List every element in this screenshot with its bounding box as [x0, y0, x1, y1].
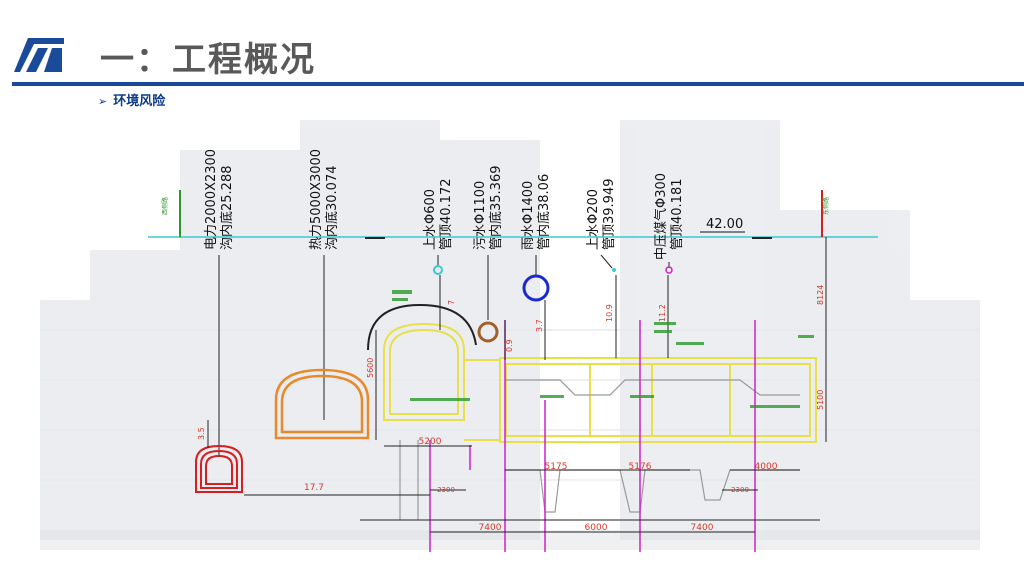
water200-pipe	[612, 268, 616, 272]
dim-5200: 5200	[419, 437, 442, 447]
dim-0-9: 0.9	[505, 339, 514, 352]
bullet-text: 环境风险	[113, 94, 166, 109]
slide-title: 一：工程概况	[100, 40, 316, 80]
pipe-label-rain: 雨水Φ1400	[521, 181, 536, 250]
heat-duct	[274, 368, 370, 440]
dim-2300-right: 2300	[731, 486, 749, 494]
dim-5175: 5175	[545, 462, 568, 472]
dim-11-2: 11.2	[658, 304, 667, 322]
company-logo-icon	[14, 38, 64, 72]
dim-2300-left: 2300	[437, 486, 455, 494]
pipe-label-water200-elev: 管顶39.949	[602, 179, 617, 251]
dim-5100: 5100	[816, 390, 825, 410]
station-outline	[383, 322, 817, 443]
dim-7400-right: 7400	[691, 523, 714, 533]
pipe-label-water200: 上水Φ200	[586, 189, 601, 250]
dim-3-7: 3.7	[535, 319, 544, 332]
pipe-label-sewer-elev: 管内底35.369	[488, 166, 504, 251]
ground-level-label: 42.00	[706, 217, 743, 232]
dim-6000: 6000	[585, 523, 608, 533]
rain-pipe	[522, 274, 550, 302]
dim-7400-left: 7400	[479, 523, 502, 533]
dim-4000: 4000	[755, 462, 778, 472]
pipe-label-gas-elev: 管顶40.181	[670, 179, 685, 251]
pipe-label-rain-elev: 管内底38.06	[536, 174, 552, 250]
pipe-label-water600: 上水Φ600	[423, 189, 438, 250]
pipe-label-gas: 中压煤气Φ300	[653, 173, 669, 260]
dim-8124: 8124	[816, 285, 825, 305]
pipe-label-heat: 热力5000X3000	[309, 149, 324, 250]
pipe-label-water600-elev: 管顶40.172	[439, 179, 454, 251]
dim-7: 7	[447, 300, 456, 305]
dim-5600: 5600	[366, 358, 375, 378]
water600-pipe	[433, 265, 443, 275]
pipe-label-sewer: 污水Φ1100	[473, 181, 488, 250]
arrow-right-icon: ➢	[98, 95, 108, 108]
svg-text:西侧路: 西侧路	[161, 197, 169, 215]
dim-5176: 5176	[629, 462, 652, 472]
title-underline	[12, 82, 1024, 86]
pipe-label-power-elev: 沟内底25.288	[219, 166, 235, 251]
dim-17-7: 17.7	[304, 483, 324, 493]
pipe-label-power: 电力2000X2300	[204, 149, 219, 250]
gas-pipe	[665, 266, 673, 274]
svg-text:东侧路: 东侧路	[822, 197, 830, 215]
cross-section-drawing: 西侧路 东侧路 电力2000X2300 沟内底25.288 热力5000X300…	[148, 149, 878, 552]
sewer-pipe	[477, 321, 499, 343]
pipe-label-heat-elev: 沟内底30.074	[324, 166, 340, 251]
bullet-item: ➢ 环境风险	[98, 90, 165, 109]
power-duct	[195, 444, 243, 493]
dim-10-9: 10.9	[605, 304, 614, 322]
dim-3-5: 3.5	[197, 427, 206, 440]
